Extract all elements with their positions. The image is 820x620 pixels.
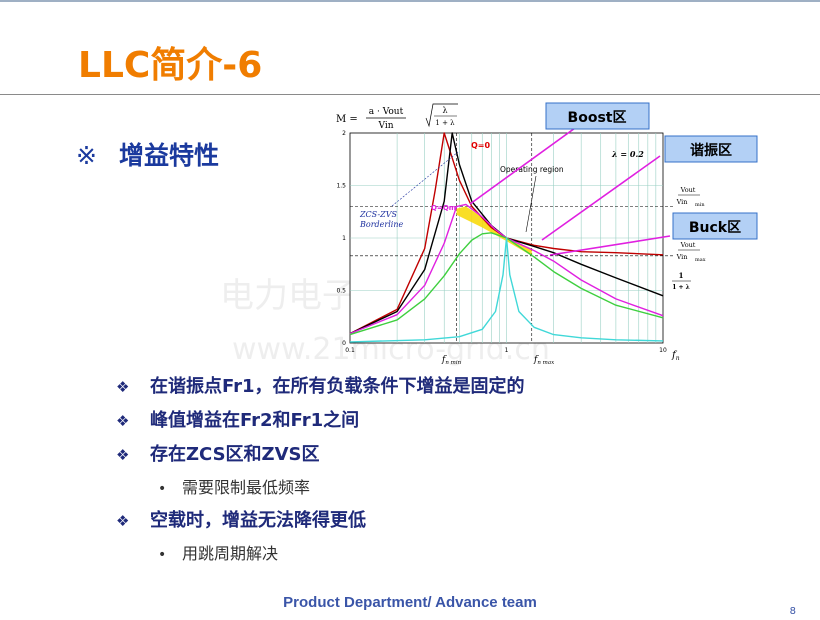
- sub-bullet-item: • 用跳周期解决: [116, 538, 806, 570]
- y-tick-label: 0: [342, 340, 346, 347]
- fn-axis-label: fn: [671, 350, 680, 362]
- vout-vin-min-num: Vout: [680, 186, 696, 194]
- gain-curve-4: [349, 232, 664, 336]
- bullet-text: 存在ZCS区和ZVS区: [150, 444, 320, 465]
- q0-label: Q=0: [471, 141, 491, 150]
- reference-mark-icon: ※: [76, 141, 97, 170]
- gain-curve-2: [349, 132, 664, 335]
- section-title: 增益特性: [118, 141, 219, 170]
- zcs-zvs-label-2: Borderline: [359, 220, 403, 229]
- title-divider: [0, 94, 820, 95]
- x-tick-label: 1: [505, 347, 509, 354]
- fn-max-label: fn max: [533, 355, 555, 366]
- formula-numerator: a · Vout: [369, 107, 404, 117]
- formula-lhs: M =: [336, 114, 358, 125]
- bullet-item: ❖ 空载时，增益无法降得更低: [116, 504, 806, 538]
- bullet-text: 峰值增益在Fr2和Fr1之间: [150, 410, 360, 431]
- callout-boost-box: [545, 102, 650, 130]
- ratio-fraction-den: 1 + λ: [672, 284, 690, 291]
- formula-denominator: Vin: [377, 121, 393, 131]
- bullet-item: ❖ 在谐振点Fr1，在所有负载条件下增益是固定的: [116, 370, 806, 404]
- y-tick-label: 1.5: [336, 183, 346, 190]
- y-tick-label: 1: [342, 235, 346, 242]
- zcs-zvs-label-1: ZCS-ZVS: [359, 210, 397, 219]
- callout-buck-box: [672, 212, 758, 240]
- dot-bullet-icon: •: [158, 547, 167, 563]
- operating-region-label: Operating region: [500, 165, 564, 174]
- callout-resonant-text: 谐振区: [690, 142, 732, 159]
- sqrt-numerator: λ: [442, 106, 447, 115]
- x-tick-label: 10: [659, 347, 667, 354]
- gain-curve-3: [349, 203, 664, 335]
- callout-boost-text: Boost区: [568, 110, 627, 126]
- diamond-bullet-icon: ❖: [116, 446, 130, 464]
- qm-label: Q=Qm: [431, 204, 456, 212]
- bullet-item: ❖ 峰值增益在Fr2和Fr1之间: [116, 404, 806, 438]
- vout-vin-max-num: Vout: [680, 241, 696, 249]
- y-tick-label: 2: [342, 130, 346, 137]
- bullet-item: ❖ 存在ZCS区和ZVS区: [116, 438, 806, 472]
- sub-bullet-item: • 需要限制最低频率: [116, 472, 806, 504]
- diamond-bullet-icon: ❖: [116, 378, 130, 396]
- ratio-fraction-num: 1: [679, 271, 684, 280]
- footer-text: Product Department/ Advance team: [283, 594, 537, 611]
- slide-title: LLC简介-6: [78, 45, 263, 86]
- bullet-list: ❖在谐振点Fr1，在所有负载条件下增益是固定的 ❖峰值增益在Fr2和Fr1之间 …: [116, 370, 806, 570]
- sub-bullet-text: 需要限制最低频率: [182, 478, 311, 497]
- top-rule: [0, 0, 820, 2]
- dot-bullet-icon: •: [158, 481, 167, 497]
- vout-vin-max-sub: max: [695, 257, 706, 263]
- diamond-bullet-icon: ❖: [116, 412, 130, 430]
- vout-vin-min-sub: min: [695, 202, 705, 208]
- operating-region-fill: [456, 206, 532, 256]
- gain-curve-5: [349, 237, 664, 343]
- bullet-text: 在谐振点Fr1，在所有负载条件下增益是固定的: [150, 376, 525, 397]
- y-tick-label: 0.5: [336, 288, 346, 295]
- vout-vin-max-den: Vin: [676, 253, 688, 261]
- diamond-bullet-icon: ❖: [116, 512, 130, 530]
- sqrt-denominator: 1 + λ: [435, 119, 455, 127]
- callout-resonant-box: [664, 135, 758, 163]
- section-heading: ※ 增益特性: [76, 136, 219, 172]
- x-tick-label: 0.1: [345, 347, 355, 354]
- lambda-label: λ = 0.2: [611, 149, 644, 159]
- gain-chart: M = a · Vout Vin λ 1 + λ 0.1 1 10 0 0.5 1 1.5 2…: [336, 102, 758, 366]
- page-number: 8: [789, 606, 796, 617]
- bullet-text: 空载时，增益无法降得更低: [150, 510, 366, 531]
- plot-area: 0.1 1 10 0 0.5 1 1.5 2: [336, 130, 675, 354]
- callout-buck-text: Buck区: [689, 220, 741, 236]
- vout-vin-min-den: Vin: [676, 198, 688, 206]
- sub-bullet-text: 用跳周期解决: [182, 544, 279, 563]
- fn-min-label: fn min: [441, 355, 462, 366]
